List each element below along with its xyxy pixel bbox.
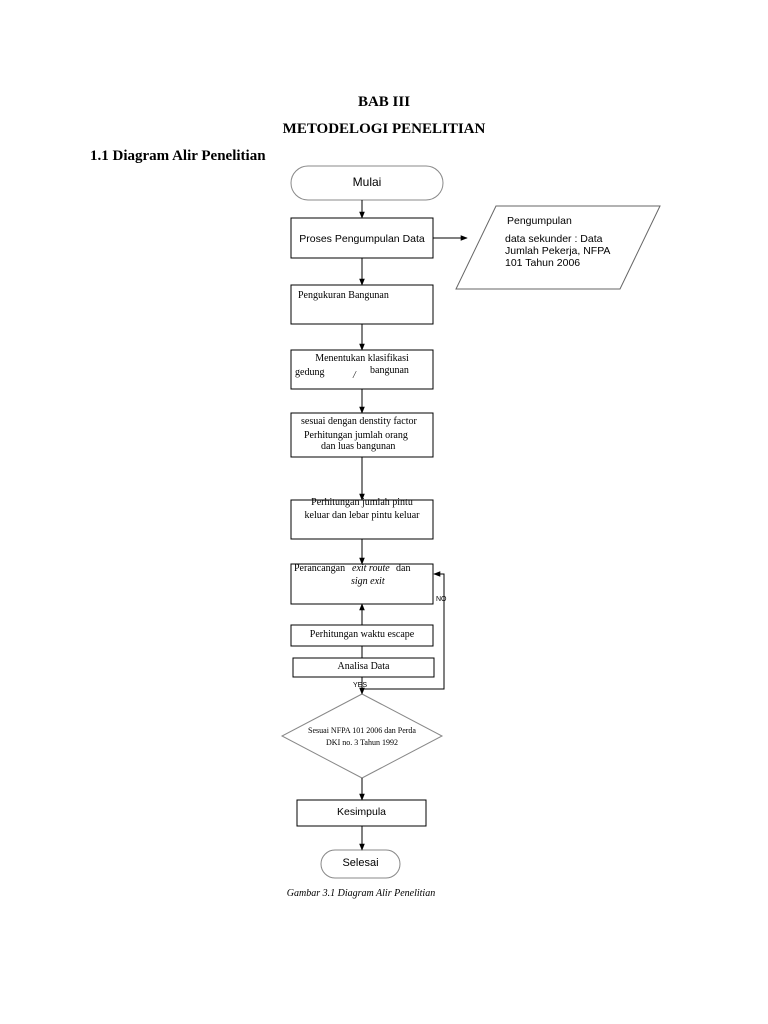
classify-line-1: Menentukan klasifikasi bbox=[315, 353, 409, 364]
density-line-1: sesuai dengan denstity factor bbox=[301, 416, 417, 427]
analysis-process-box bbox=[292, 657, 435, 678]
secondary-data-parallelogram bbox=[455, 205, 661, 290]
classify-word-bangunan: bangunan bbox=[370, 365, 409, 376]
measure-label: Pengukuran Bangunan bbox=[298, 290, 389, 301]
density-line-2: Perhitungan jumlah orang bbox=[304, 430, 408, 441]
route-italic-exit-route: exit route bbox=[352, 563, 390, 574]
secondary-line-2: data sekunder : Data bbox=[505, 233, 603, 245]
end-label: Selesai bbox=[342, 857, 379, 869]
exits-line-1: Perhitungan jumlah pintu bbox=[311, 497, 413, 508]
route-prefix: Perancangan bbox=[294, 563, 346, 574]
analysis-label: Analisa Data bbox=[337, 661, 390, 672]
route-italic-sign-exit: sign exit bbox=[351, 576, 385, 587]
chapter-heading: BAB III bbox=[357, 94, 411, 110]
start-label: Mulai bbox=[352, 175, 382, 189]
decision-diamond bbox=[280, 693, 444, 779]
exits-line-2: keluar dan lebar pintu keluar bbox=[304, 510, 420, 521]
classify-slash: / bbox=[353, 370, 356, 381]
route-and: dan bbox=[396, 563, 411, 574]
collect-label: Proses Pengumpulan Data bbox=[299, 233, 425, 245]
classify-word-gedung: gedung bbox=[295, 367, 325, 378]
figure-caption: Gambar 3.1 Diagram Alir Penelitian bbox=[286, 888, 436, 899]
no-label: NO bbox=[436, 596, 447, 603]
arrow-no-loop bbox=[362, 571, 445, 690]
decision-line-1: Sesuai NFPA 101 2006 dan Perda bbox=[308, 726, 416, 735]
yes-label: YES bbox=[353, 682, 368, 689]
conclusion-label: Kesimpula bbox=[336, 806, 387, 818]
decision-line-2: DKI no. 3 Tahun 1992 bbox=[326, 738, 398, 747]
chapter-title: METODELOGI PENELITIAN bbox=[282, 121, 486, 137]
secondary-line-4: 101 Tahun 2006 bbox=[505, 257, 581, 269]
density-line-3: dan luas bangunan bbox=[321, 441, 396, 452]
secondary-line-1: Pengumpulan bbox=[507, 215, 572, 227]
escape-label: Perhitungan waktu escape bbox=[309, 629, 415, 640]
section-heading: 1.1 Diagram Alir Penelitian bbox=[90, 148, 266, 164]
secondary-line-3: Jumlah Pekerja, NFPA bbox=[505, 245, 611, 257]
start-terminal bbox=[290, 165, 444, 201]
